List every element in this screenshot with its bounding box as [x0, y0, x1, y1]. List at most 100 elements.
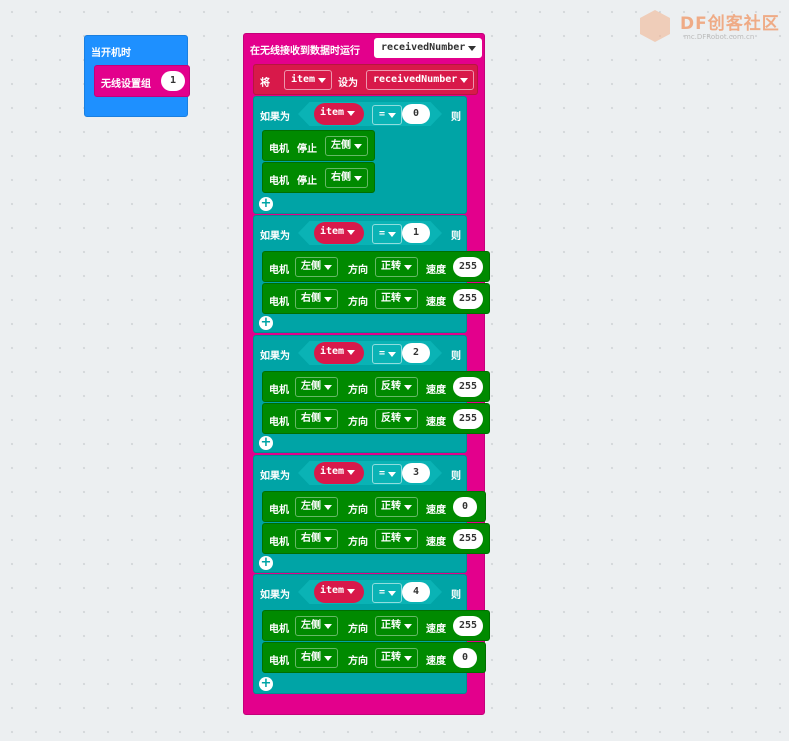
motor-stop-block[interactable]: 电机停止左侧	[262, 130, 375, 161]
operator-dropdown[interactable]: =	[372, 583, 403, 603]
motor-label: 电机	[269, 417, 289, 428]
motor-side-dropdown[interactable]: 左侧	[325, 136, 368, 156]
condition-variable-dropdown[interactable]: item	[314, 463, 360, 483]
motor-side-dropdown[interactable]: 左侧	[295, 616, 338, 636]
direction-label: 方向	[348, 385, 368, 396]
motor-direction-dropdown[interactable]: 正转	[375, 257, 418, 277]
on-radio-received-title: 在无线接收到数据时运行	[250, 46, 360, 57]
motor-direction-dropdown[interactable]: 正转	[375, 497, 418, 517]
motor-side-dropdown[interactable]: 左侧	[295, 257, 338, 277]
speed-label: 速度	[426, 297, 446, 308]
set-variable-block[interactable]: 将 item 设为 receivedNumber	[253, 64, 478, 95]
then-label: 则	[451, 231, 461, 242]
set-variable-dropdown[interactable]: item	[284, 70, 333, 90]
compare-value-input[interactable]: 3	[402, 463, 430, 483]
motor-side-dropdown[interactable]: 右侧	[295, 289, 338, 309]
received-param-dropdown[interactable]: receivedNumber	[374, 38, 483, 58]
speed-label: 速度	[426, 656, 446, 667]
then-label: 则	[451, 351, 461, 362]
motor-label: 电机	[269, 265, 289, 276]
speed-input[interactable]: 0	[453, 497, 477, 517]
add-branch-icon[interactable]: +	[259, 196, 273, 211]
condition-variable-dropdown[interactable]: item	[314, 104, 360, 124]
add-branch-icon[interactable]: +	[259, 555, 273, 570]
motor-side-dropdown[interactable]: 右侧	[295, 529, 338, 549]
speed-input[interactable]: 255	[453, 377, 483, 397]
set-value-dropdown[interactable]: receivedNumber	[366, 70, 475, 90]
motor-direction-dropdown[interactable]: 反转	[375, 377, 418, 397]
motor-side-dropdown[interactable]: 左侧	[295, 377, 338, 397]
speed-label: 速度	[426, 417, 446, 428]
motor-label: 电机	[269, 297, 289, 308]
add-branch-icon[interactable]: +	[259, 676, 273, 691]
motor-direction-dropdown[interactable]: 正转	[375, 616, 418, 636]
motor-side-dropdown[interactable]: 右侧	[295, 648, 338, 668]
operator-dropdown[interactable]: =	[372, 464, 403, 484]
set-to-label: 设为	[338, 78, 358, 89]
df-logo: DF创客社区 mc.DFRobot.com.cn	[636, 6, 786, 46]
motor-direction-dropdown[interactable]: 正转	[375, 648, 418, 668]
motor-run-block[interactable]: 电机左侧方向正转速度 255	[262, 251, 490, 282]
condition-variable-dropdown[interactable]: item	[314, 343, 360, 363]
speed-input[interactable]: 255	[453, 409, 483, 429]
speed-label: 速度	[426, 265, 446, 276]
motor-side-dropdown[interactable]: 右侧	[325, 168, 368, 188]
speed-input[interactable]: 255	[453, 257, 483, 277]
motor-run-block[interactable]: 电机左侧方向反转速度 255	[262, 371, 490, 402]
motor-direction-dropdown[interactable]: 正转	[375, 289, 418, 309]
direction-label: 方向	[348, 265, 368, 276]
stop-label: 停止	[297, 176, 317, 187]
speed-input[interactable]: 255	[453, 529, 483, 549]
operator-dropdown[interactable]: =	[372, 105, 403, 125]
variable-pill[interactable]: item	[314, 462, 364, 484]
if-label: 如果为	[260, 471, 290, 482]
compare-value-input[interactable]: 1	[402, 223, 430, 243]
motor-label: 电机	[269, 385, 289, 396]
compare-value-input[interactable]: 4	[402, 582, 430, 602]
operator-dropdown[interactable]: =	[372, 344, 403, 364]
radio-set-group-label: 无线设置组	[101, 79, 151, 90]
motor-side-dropdown[interactable]: 右侧	[295, 409, 338, 429]
variable-pill[interactable]: item	[314, 342, 364, 364]
motor-direction-dropdown[interactable]: 正转	[375, 529, 418, 549]
motor-side-dropdown[interactable]: 左侧	[295, 497, 338, 517]
radio-set-group-block[interactable]: 无线设置组 1	[94, 65, 190, 97]
logo-subtext: mc.DFRobot.com.cn	[684, 33, 755, 41]
if-label: 如果为	[260, 351, 290, 362]
add-branch-icon[interactable]: +	[259, 315, 273, 330]
motor-stop-block[interactable]: 电机停止右侧	[262, 162, 375, 193]
radio-group-input[interactable]: 1	[161, 71, 185, 91]
then-label: 则	[451, 112, 461, 123]
stop-label: 停止	[297, 144, 317, 155]
speed-input[interactable]: 255	[453, 616, 483, 636]
compare-value-input[interactable]: 0	[402, 104, 430, 124]
variable-pill[interactable]: item	[314, 103, 364, 125]
motor-direction-dropdown[interactable]: 反转	[375, 409, 418, 429]
speed-input[interactable]: 0	[453, 648, 477, 668]
logo-text: DF创客社区	[680, 14, 780, 34]
condition-variable-dropdown[interactable]: item	[314, 223, 360, 243]
condition-variable-dropdown[interactable]: item	[314, 582, 360, 602]
variable-pill[interactable]: item	[314, 222, 364, 244]
operator-dropdown[interactable]: =	[372, 224, 403, 244]
logo-hex-icon	[640, 10, 670, 42]
if-label: 如果为	[260, 590, 290, 601]
speed-label: 速度	[426, 385, 446, 396]
direction-label: 方向	[348, 624, 368, 635]
variable-pill[interactable]: item	[314, 581, 364, 603]
speed-input[interactable]: 255	[453, 289, 483, 309]
compare-value-input[interactable]: 2	[402, 343, 430, 363]
motor-label: 电机	[269, 144, 289, 155]
motor-label: 电机	[269, 176, 289, 187]
motor-label: 电机	[269, 505, 289, 516]
if-header: 如果为 item =2 则	[254, 336, 466, 370]
add-branch-icon[interactable]: +	[259, 435, 273, 450]
